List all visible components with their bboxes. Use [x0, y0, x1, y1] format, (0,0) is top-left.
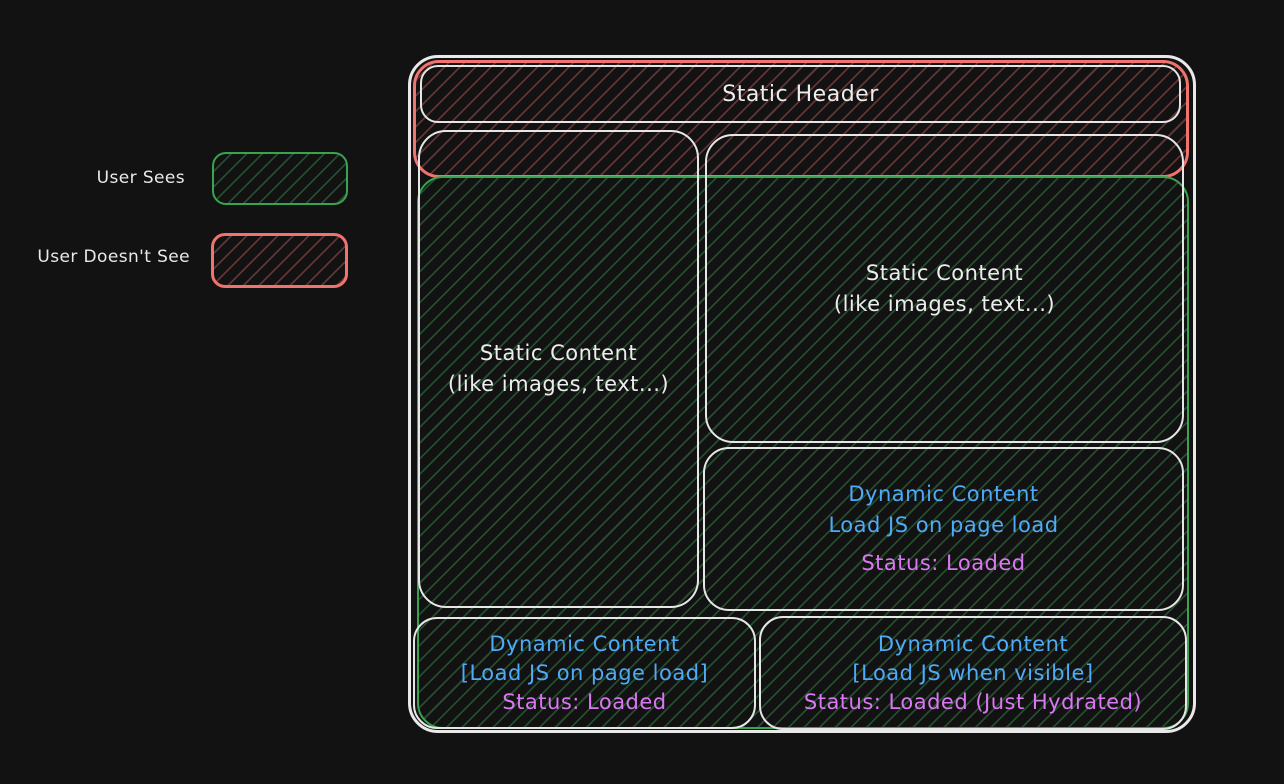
legend-label-user-sees: User Sees [96, 168, 185, 188]
dynamic-content-pageload-box: Dynamic Content Load JS on page load Sta… [703, 447, 1184, 611]
dynamic-bottomleft-line1: Dynamic Content [489, 631, 680, 656]
static-content-right-box: Static Content (like images, text...) [705, 134, 1184, 443]
static-content-right-line2: (like images, text...) [833, 291, 1056, 316]
static-header-label: Static Header [722, 81, 879, 107]
dynamic-bottomright-status: Status: Loaded (Just Hydrated) [803, 689, 1143, 714]
static-content-left-box: Static Content (like images, text...) [418, 130, 699, 608]
static-content-left-line1: Static Content [479, 341, 638, 365]
visible-region-overlay [417, 176, 1189, 729]
legend-swatch-user-doesnt-see [211, 233, 348, 288]
dynamic-bottomright-line2: [Load JS when visible] [852, 660, 1094, 685]
dynamic-bottomright-line1: Dynamic Content [877, 631, 1069, 656]
dynamic-pageload-line2: Load JS on page load [828, 513, 1059, 537]
dynamic-pageload-status: Status: Loaded [861, 551, 1026, 575]
dynamic-bottomleft-line2: [Load JS on page load] [460, 660, 709, 685]
static-content-left-line2: (like images, text...) [447, 372, 670, 396]
dynamic-bottomleft-status: Status: Loaded [502, 689, 667, 714]
app-frame [408, 55, 1196, 733]
dynamic-pageload-line1: Dynamic Content [848, 482, 1039, 506]
dynamic-content-bottomleft-box: Dynamic Content [Load JS on page load] S… [413, 617, 756, 729]
legend-label-user-doesnt-see: User Doesn't See [37, 247, 190, 267]
dynamic-content-bottomright-box: Dynamic Content [Load JS when visible] S… [759, 616, 1187, 730]
legend-swatch-user-sees [212, 152, 348, 205]
static-header-box: Static Header [420, 65, 1181, 123]
static-content-right-line1: Static Content [865, 260, 1024, 285]
